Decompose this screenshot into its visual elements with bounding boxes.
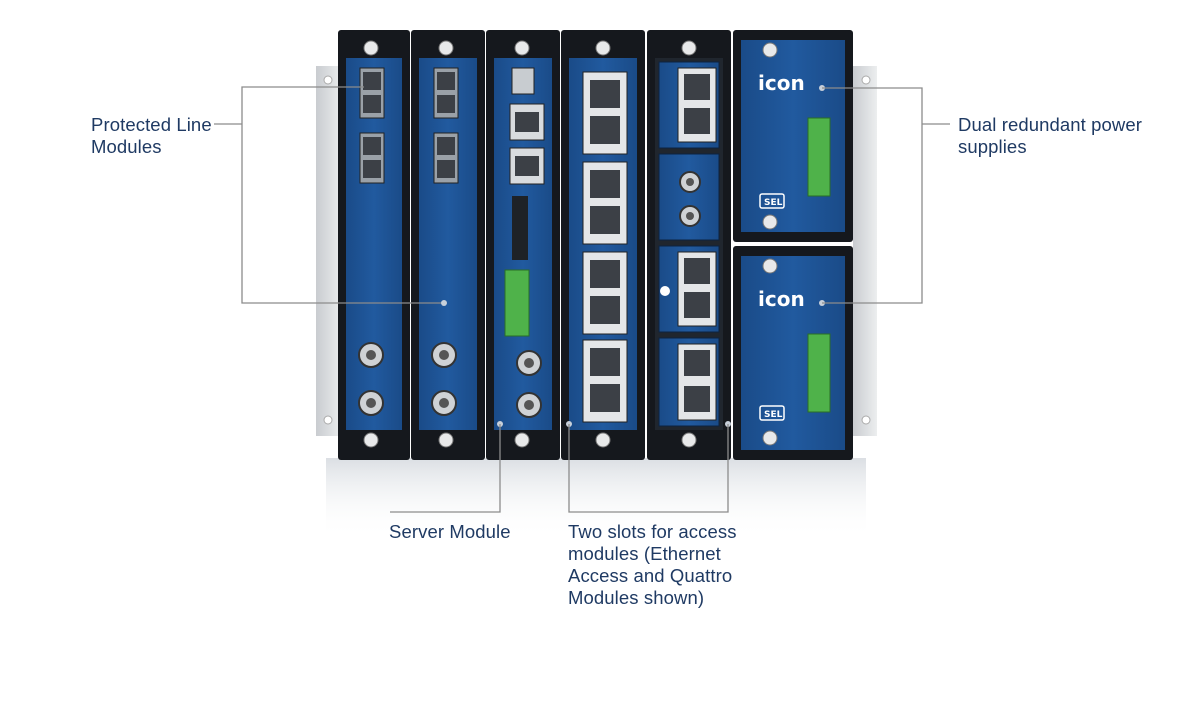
power-supply-bottom: icon SEL (733, 246, 853, 460)
leader-power-bottom (822, 124, 923, 304)
server-module (486, 30, 560, 460)
leader-protected-line (241, 86, 364, 124)
callout-protected-line-modules: Protected Line Modules (91, 114, 212, 157)
svg-text:SEL: SEL (764, 198, 783, 208)
callout-server-module: Server Module (389, 521, 511, 542)
svg-text:SEL: SEL (764, 410, 783, 420)
quattro-module (647, 30, 731, 460)
callout-access-slots: Two slots for access modules (Ethernet A… (568, 521, 737, 608)
leader-lines (214, 86, 950, 513)
chassis-rails (316, 66, 877, 436)
leader-access (568, 424, 729, 513)
floor-reflection (326, 458, 866, 538)
svg-text:icon: icon (758, 287, 805, 311)
leader-server (390, 424, 501, 513)
power-supply-top: icon SEL (733, 30, 853, 242)
plm-module-1 (338, 30, 410, 460)
leader-protected-line-2 (241, 124, 441, 304)
ethernet-access-module (561, 30, 645, 460)
svg-text:icon: icon (758, 71, 805, 95)
leader-power-top (822, 87, 923, 124)
plm-module-2 (411, 30, 485, 460)
callout-power-supplies: Dual redundant power supplies (958, 114, 1143, 157)
